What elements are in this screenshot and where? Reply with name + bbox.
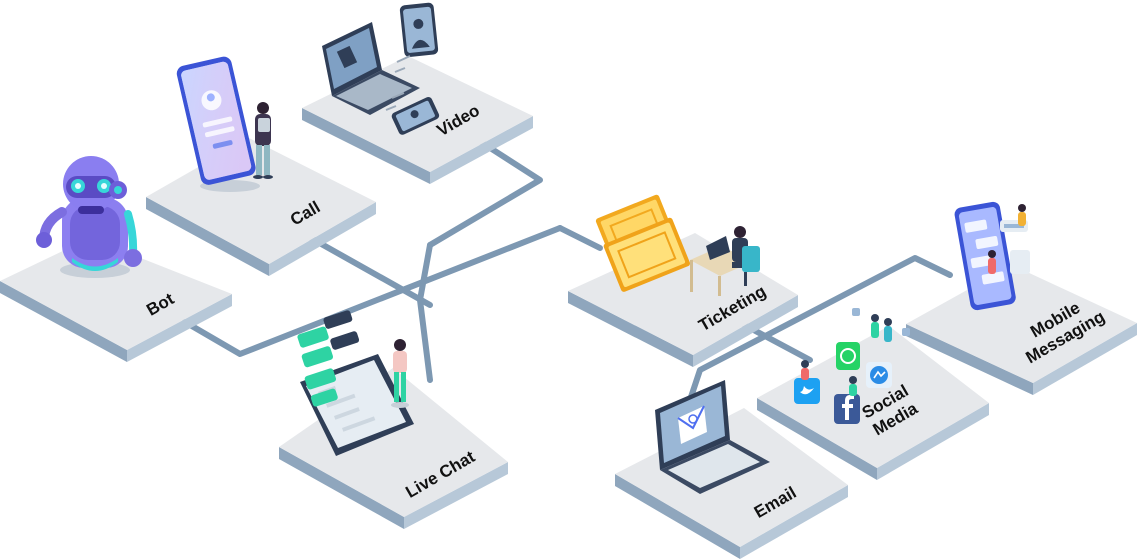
tile-mobile-messaging: MobileMessaging (906, 265, 1137, 395)
connector-ticketing-hub (557, 225, 603, 251)
tile-left-face (279, 447, 404, 529)
tile-left-face (302, 108, 430, 184)
tile-left-face (146, 197, 269, 276)
messenger-icon (866, 362, 892, 388)
chat-bubbles-icon (297, 310, 414, 456)
connector-livechat-hub (417, 242, 433, 383)
connector-bot-hub (182, 225, 563, 357)
facebook-icon (834, 394, 860, 424)
tile-top-face (0, 238, 232, 350)
tile-right-face (430, 116, 533, 184)
video-conference-icon (322, 2, 440, 135)
tile-bot: Bot (0, 238, 232, 362)
email-laptop-icon (655, 380, 770, 494)
tile-right-face (1033, 323, 1137, 395)
ticket-icon (595, 194, 760, 296)
tile-left-face (0, 281, 127, 362)
social-media-icon (794, 308, 910, 424)
tile-right-face (740, 485, 848, 559)
tile-left-face (615, 474, 740, 559)
tile-live-chat: Live Chat (279, 368, 508, 529)
whatsapp-icon (836, 342, 860, 370)
tile-top-face (757, 326, 989, 468)
tile-left-face (906, 324, 1033, 395)
tile-right-face (404, 462, 508, 529)
mobile-messaging-icon (954, 201, 1030, 311)
tile-right-face (693, 295, 798, 367)
tile-right-face (269, 202, 376, 276)
tile-left-face (568, 291, 693, 367)
connector-mobile-email (687, 255, 953, 403)
robot-icon (36, 156, 142, 278)
twitter-icon (794, 378, 820, 404)
tile-left-face (757, 398, 877, 480)
connector-video-hub (427, 132, 543, 248)
tile-top-face (279, 368, 508, 517)
tile-right-face (877, 403, 989, 480)
smartphone-call-icon (176, 56, 273, 192)
tile-right-face (127, 294, 232, 362)
tile-top-face (906, 265, 1137, 383)
